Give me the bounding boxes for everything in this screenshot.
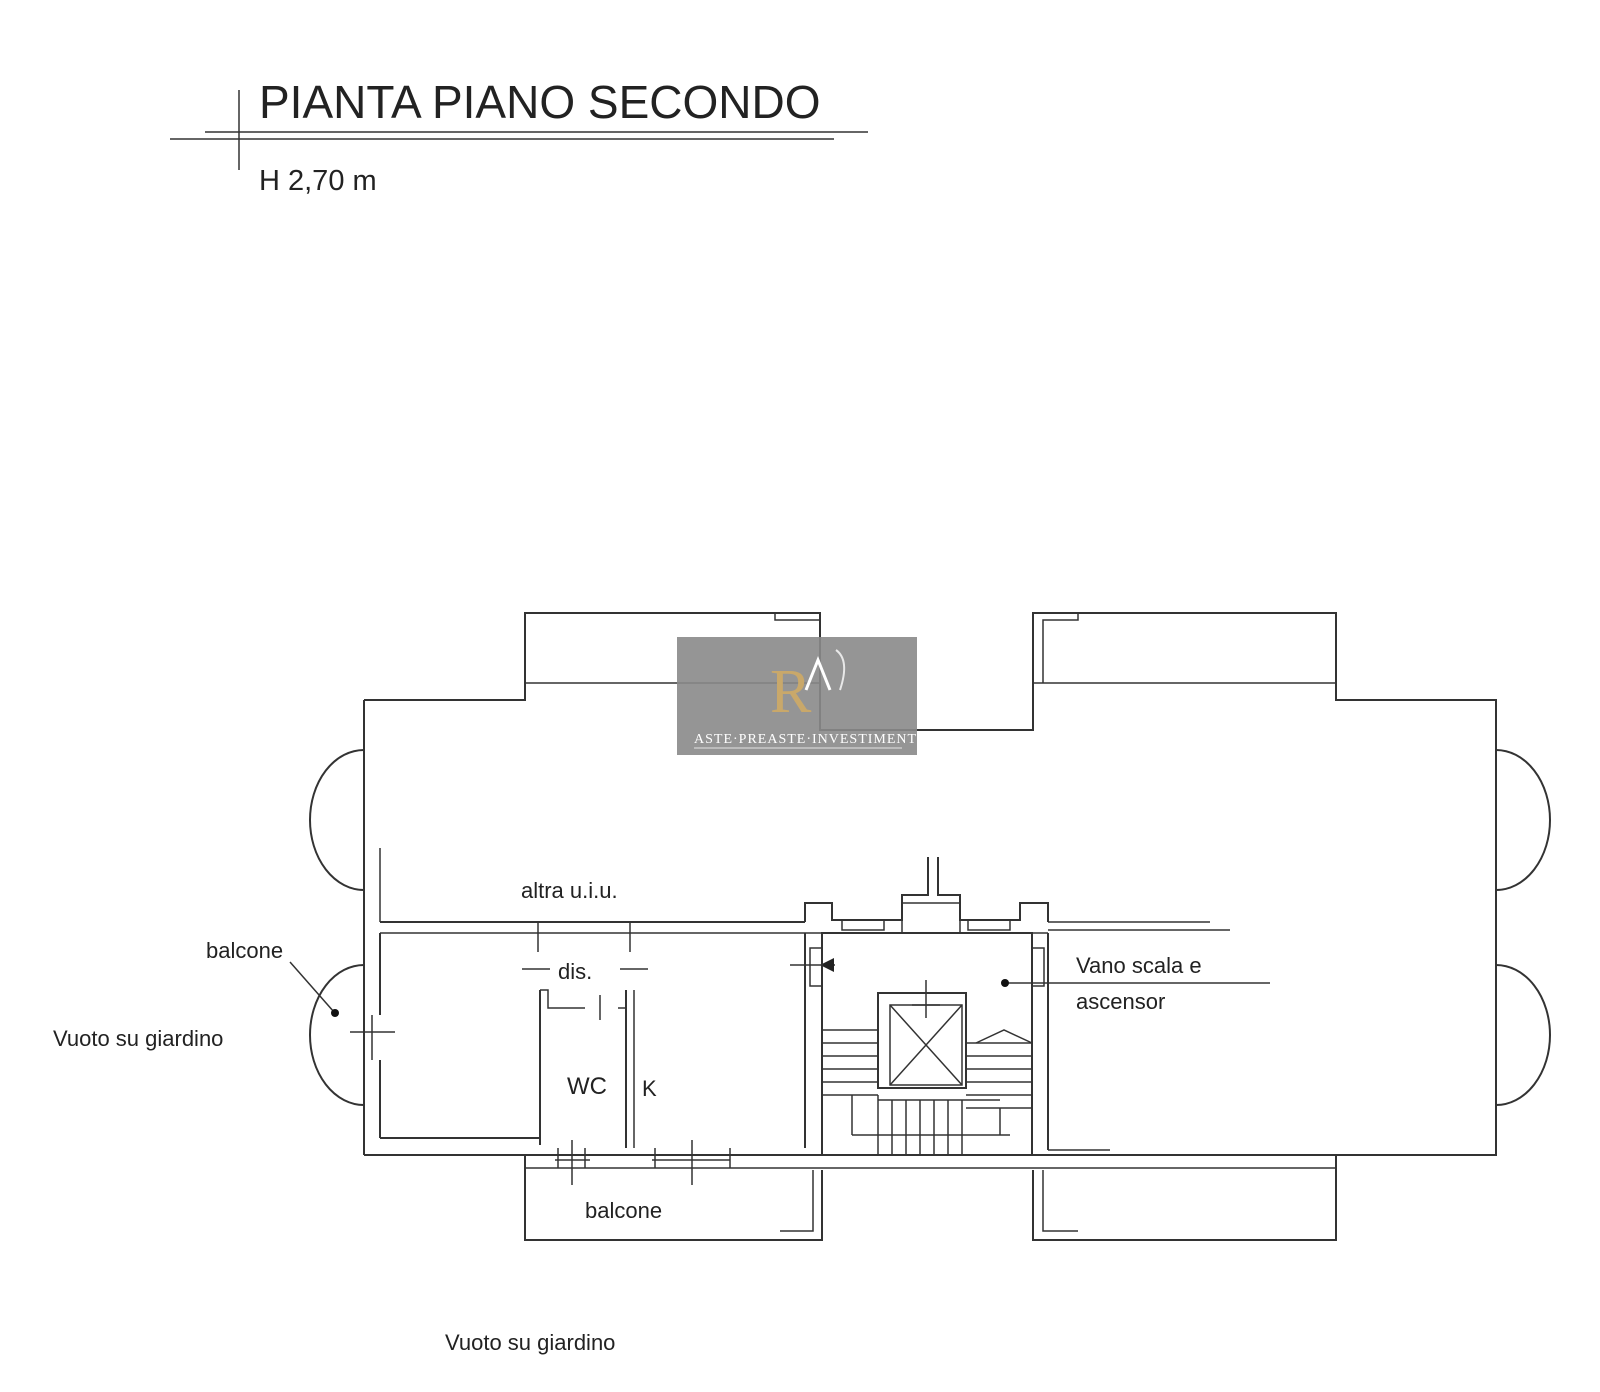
- ceiling-height-label: H 2,70 m: [259, 165, 377, 197]
- label-balcone-left: balcone: [206, 938, 283, 963]
- label-dis: dis.: [558, 959, 592, 984]
- plan-title: PIANTA PIANO SECONDO: [259, 76, 820, 128]
- label-altra-uiu: altra u.i.u.: [521, 878, 618, 903]
- label-balcone-bottom: balcone: [585, 1198, 662, 1223]
- building-outline: [363, 612, 1497, 1241]
- bay-windows: [309, 749, 1551, 1106]
- label-k: K: [642, 1076, 657, 1101]
- title-block: PIANTA PIANO SECONDO H 2,70 m: [170, 76, 868, 197]
- label-vano-scala-2: ascensor: [1076, 989, 1165, 1014]
- label-vano-scala-1: Vano scala e: [1076, 953, 1202, 978]
- watermark-logo-mark: R: [770, 658, 812, 726]
- label-vuoto-left: Vuoto su giardino: [53, 1026, 223, 1051]
- label-wc: WC: [567, 1073, 607, 1100]
- stair-core: [790, 857, 1230, 1156]
- watermark-logo: R ASTE·PREASTE·INVESTIMENTI: [677, 637, 923, 755]
- watermark-caption: ASTE·PREASTE·INVESTIMENTI: [694, 732, 923, 747]
- interior-walls: [350, 848, 806, 1185]
- label-vuoto-bottom: Vuoto su giardino: [445, 1330, 615, 1355]
- leaders: [289, 961, 1270, 1017]
